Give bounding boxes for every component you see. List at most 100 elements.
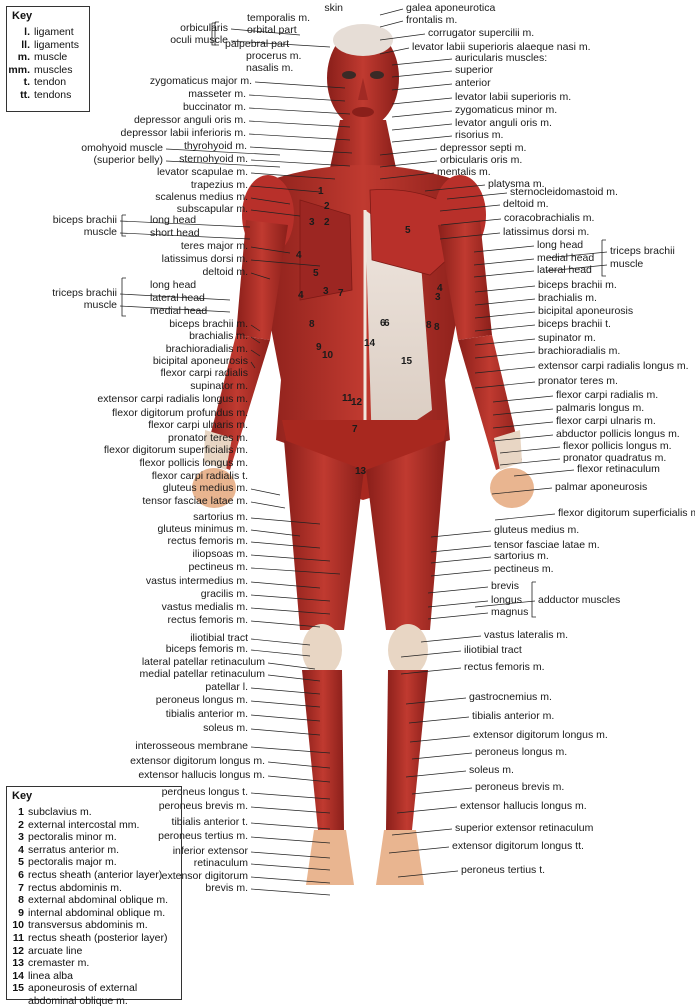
right-label: gastrocnemius m. <box>469 691 552 703</box>
left-label: peroneus brevis m. <box>159 800 248 812</box>
leader-line <box>431 570 491 576</box>
leader-line <box>431 557 491 563</box>
key-bottom-row: 8external abdominal oblique m. <box>8 894 178 907</box>
key-bottom-text: rectus sheath (posterior layer) <box>28 932 167 944</box>
leader-line <box>495 514 555 520</box>
key-bottom-text: cremaster m. <box>28 957 89 969</box>
right-label: biceps brachii m. <box>538 279 617 291</box>
right-label: rectus femoris m. <box>464 661 545 673</box>
key-top-text: muscle <box>34 51 67 63</box>
left-label: depressor labii inferioris m. <box>121 127 246 139</box>
left-label: flexor pollicis longus m. <box>139 457 248 469</box>
left-label: flexor carpi radialis t. <box>152 470 248 482</box>
right-label: orbicularis oris m. <box>440 154 522 166</box>
left-label: patellar l. <box>205 681 248 693</box>
left-label: long head <box>150 214 196 226</box>
right-label: extensor hallucis longus m. <box>460 800 587 812</box>
key-bottom-text: transversus abdominis m. <box>28 919 148 931</box>
right-label: pectineus m. <box>494 563 554 575</box>
left-label: brachioradialis m. <box>166 343 248 355</box>
left-label: depressor anguli oris m. <box>134 114 246 126</box>
leader-line <box>249 134 350 140</box>
key-bottom-abbr: 13 <box>8 957 24 970</box>
left-label: oculi muscle <box>170 34 228 46</box>
figure-number: 3 <box>435 292 441 303</box>
left-label: sternohyoid m. <box>179 153 248 165</box>
key-bottom-abbr: 5 <box>8 856 24 869</box>
key-numbers: Key 1subclavius m.2external intercostal … <box>6 786 182 1000</box>
right-label: brachioradialis m. <box>538 345 620 357</box>
left-label: gracilis m. <box>201 588 248 600</box>
key-bottom-abbr: 4 <box>8 844 24 857</box>
leader-line <box>251 639 310 645</box>
left-label: vastus medialis m. <box>162 601 248 613</box>
left-label: flexor digitorum superficialis m. <box>104 444 248 456</box>
key-bottom-abbr: 15 <box>8 982 24 995</box>
left-label: tensor fasciae latae m. <box>142 495 248 507</box>
key-title: Key <box>12 10 32 22</box>
key-top-abbr: mm. <box>8 64 30 77</box>
right-label: pronator teres m. <box>538 375 618 387</box>
leader-line <box>412 753 472 759</box>
left-label: flexor carpi ulnaris m. <box>148 419 248 431</box>
left-label: peroneus longus m. <box>156 694 248 706</box>
right-label: frontalis m. <box>406 14 457 26</box>
left-label: extensor hallucis longus m. <box>138 769 265 781</box>
right-label: soleus m. <box>469 764 514 776</box>
key-bottom-text: external intercostal mm. <box>28 819 139 831</box>
right-label: flexor retinaculum <box>577 463 660 475</box>
leader-line <box>428 613 488 619</box>
key-top-abbr: tt. <box>8 89 30 102</box>
right-label: extensor digitorum longus tt. <box>452 840 584 852</box>
right-label: brachialis m. <box>538 292 597 304</box>
left-thigh <box>284 440 364 630</box>
left-label: buccinator m. <box>183 101 246 113</box>
right-label: extensor carpi radialis longus m. <box>538 360 689 372</box>
left-label: retinaculum <box>194 857 248 869</box>
leader-line <box>428 601 488 607</box>
leader-line <box>431 531 491 537</box>
key-top-row: m.muscle <box>8 51 79 64</box>
right-label: abductor pollicis longus m. <box>556 428 680 440</box>
left-label: gluteus medius m. <box>163 482 248 494</box>
figure-number: 4 <box>296 250 302 261</box>
left-label: teres major m. <box>181 240 248 252</box>
right-leg <box>386 670 428 830</box>
key-bottom-abbr: 1 <box>8 806 24 819</box>
left-label: brevis m. <box>205 882 248 894</box>
left-label: biceps brachii m. <box>169 318 248 330</box>
left-label: extensor digitorum <box>162 870 248 882</box>
key-bottom-row: 11rectus sheath (posterior layer) <box>8 932 178 945</box>
right-label: flexor digitorum superficialis m. <box>558 507 695 519</box>
left-label: orbicularis <box>180 22 228 34</box>
left-label: peroneus tertius m. <box>158 830 248 842</box>
key-bottom-row: 13 cremaster m. <box>8 957 178 970</box>
left-label: rectus femoris m. <box>167 614 248 626</box>
key-bottom-abbr: 3 <box>8 831 24 844</box>
right-label: auricularis muscles: <box>455 52 547 64</box>
key-bottom-text: subclavius m. <box>28 806 92 818</box>
right-label: supinator m. <box>538 332 596 344</box>
leader-line <box>392 124 452 130</box>
left-label: short head <box>150 227 200 239</box>
key-bottom-abbr: 6 <box>8 869 24 882</box>
left-label: rectus femoris m. <box>167 535 248 547</box>
left-label: deltoid m. <box>202 266 248 278</box>
right-label: sartorius m. <box>494 550 549 562</box>
key-bottom-row: 10transversus abdominis m. <box>8 919 178 932</box>
figure-number: 10 <box>322 350 333 361</box>
left-label: medial patellar retinaculum <box>140 668 265 680</box>
key-bottom-text: serratus anterior m. <box>28 844 119 856</box>
key-bottom-text: external abdominal oblique m. <box>28 894 168 906</box>
right-label: iliotibial tract <box>464 644 522 656</box>
left-label: medial head <box>150 305 207 317</box>
left-label: procerus m. <box>246 50 301 62</box>
key-bottom-abbr: 14 <box>8 970 24 983</box>
left-label: extensor digitorum longus m. <box>130 755 265 767</box>
right-label: bicipital aponeurosis <box>538 305 633 317</box>
left-label: pronator teres m. <box>168 432 248 444</box>
figure-number: 9 <box>316 342 322 353</box>
figure-number: 7 <box>338 288 344 299</box>
